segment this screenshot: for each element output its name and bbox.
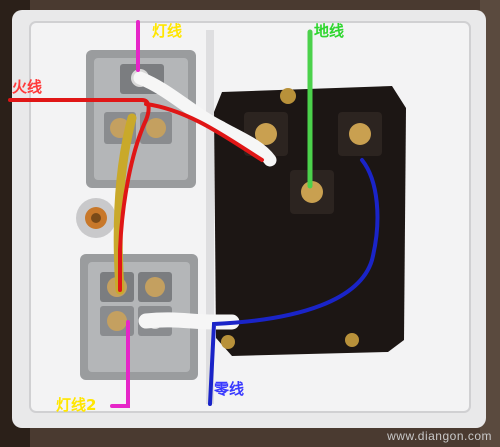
light-wire-2-marker [110,320,130,408]
light-wire-top-label: 灯线 [152,22,183,40]
live-wire-label: 火线 [12,78,43,96]
live-wire-branch-marker [144,102,264,162]
wire-markers [8,20,380,408]
neutral-wire-label: 零线 [214,380,245,398]
switch-module-bottom [80,254,198,380]
light-wire-2-label: 灯线2 [56,396,97,414]
switch-module-top [86,50,196,188]
white-jumpers [133,71,277,330]
ground-wire-label: 地线 [314,22,345,40]
neutral-wire-marker [208,158,380,406]
watermark: www.diangon.com [387,429,492,443]
